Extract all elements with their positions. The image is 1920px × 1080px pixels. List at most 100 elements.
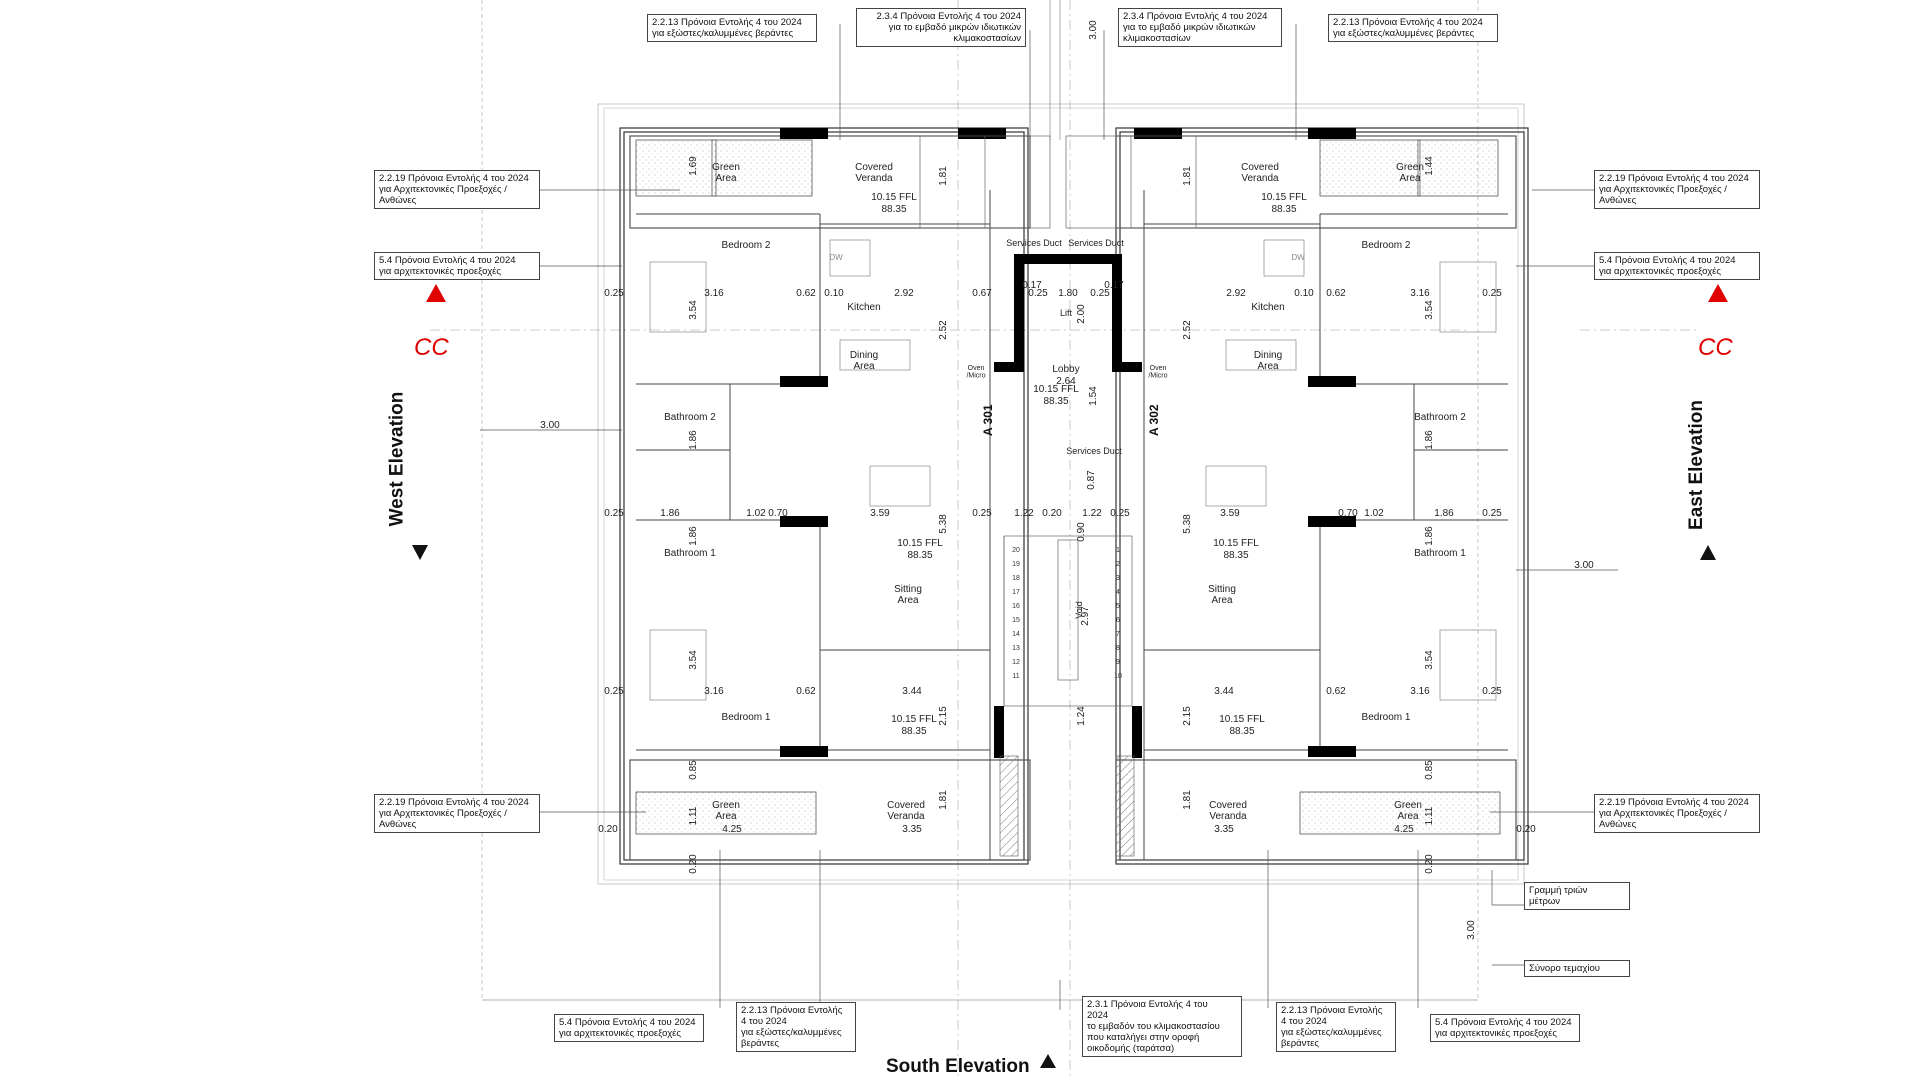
dim-122-l: 1.22 xyxy=(1014,508,1034,519)
dim-085-l: 0.85 xyxy=(688,760,699,780)
label-bathroom-2-r: Bathroom 2 xyxy=(1414,412,1466,423)
stair-num: 1 xyxy=(1116,547,1120,554)
green-areas xyxy=(635,139,1501,835)
ffl-3v: 88.35 xyxy=(1043,396,1068,407)
solid-walls xyxy=(780,128,1356,758)
dim-359-r: 3.59 xyxy=(1220,508,1240,519)
note-three-metre-line: Γραμμή τριών μέτρων xyxy=(1524,882,1630,910)
stair-num: 15 xyxy=(1012,617,1020,624)
ffl-6v: 88.35 xyxy=(901,726,926,737)
main-stair xyxy=(1003,535,1133,707)
stair-num: 16 xyxy=(1012,603,1020,610)
dim-070-l: 0.70 xyxy=(768,508,788,519)
dim-300-bottom: 3.00 xyxy=(1466,920,1477,940)
dim-144: 1.44 xyxy=(1424,156,1435,176)
ffl-7v: 88.35 xyxy=(1229,726,1254,737)
dim-252-r: 2.52 xyxy=(1182,320,1193,340)
dim-186-v-l2: 1.86 xyxy=(688,526,699,546)
dim-316-r1: 3.16 xyxy=(1410,288,1430,299)
label-dw-l: DW xyxy=(829,253,843,262)
dim-300-top: 3.00 xyxy=(1088,20,1099,40)
ffl-4v: 88.35 xyxy=(907,550,932,561)
dim-025-l6: 0.25 xyxy=(604,686,624,697)
label-bedroom-2-l: Bedroom 2 xyxy=(722,240,771,251)
note-54-bottom-right: 5.4 Πρόνοια Εντολής 4 του 2024 για αρχιτ… xyxy=(1430,1014,1580,1042)
dim-354-l2: 3.54 xyxy=(688,650,699,670)
ffl-2: 10.15 FFL xyxy=(1261,192,1307,203)
dim-186-v-r1: 1.86 xyxy=(1424,430,1435,450)
dim-062-l1: 0.62 xyxy=(796,288,816,299)
ffl-4: 10.15 FFL xyxy=(897,538,943,549)
dim-025-r1: 0.25 xyxy=(1482,288,1502,299)
dim-020-l: 0.20 xyxy=(598,824,618,835)
stair-num: 13 xyxy=(1012,645,1020,652)
dim-017-r: 0.17 xyxy=(1104,280,1124,291)
dim-085-r: 0.85 xyxy=(1424,760,1435,780)
dim-102-r: 1.02 xyxy=(1364,508,1384,519)
east-elevation-arrow-icon xyxy=(1700,545,1716,560)
dim-025-l4: 0.25 xyxy=(604,508,624,519)
dim-297: 2.97 xyxy=(1080,606,1091,626)
stair-num: 17 xyxy=(1012,589,1020,596)
levels: 10.15 FFL 88.35 10.15 FFL 88.35 10.15 FF… xyxy=(871,192,1307,737)
dim-538-r: 5.38 xyxy=(1182,514,1193,534)
dim-087: 0.87 xyxy=(1086,470,1097,490)
dim-062-r1: 0.62 xyxy=(1326,288,1346,299)
dim-090: 0.90 xyxy=(1076,522,1087,542)
dim-025-l2: 0.25 xyxy=(1028,288,1048,299)
stair-num: 6 xyxy=(1116,617,1120,624)
dim-062-l2: 0.62 xyxy=(796,686,816,697)
stair-num: 8 xyxy=(1116,645,1120,652)
dim-335-r: 3.35 xyxy=(1214,824,1234,835)
note-2219-top-left: 2.2.19 Πρόνοια Εντολής 4 του 2024 για Αρ… xyxy=(374,170,540,209)
note-54-bottom-left: 5.4 Πρόνοια Εντολής 4 του 2024 για αρχιτ… xyxy=(554,1014,704,1042)
dim-335-l: 3.35 xyxy=(902,824,922,835)
dim-017-l: 0.17 xyxy=(1022,280,1042,291)
note-234-top-left: 2.3.4 Πρόνοια Εντολής 4 του 2024 για το … xyxy=(856,8,1026,47)
dim-122-r: 1.22 xyxy=(1082,508,1102,519)
note-2219-bottom-right: 2.2.19 Πρόνοια Εντολής 4 του 2024 για Αρ… xyxy=(1594,794,1760,833)
label-services-duct-3: Services Duct xyxy=(1066,446,1122,456)
furniture xyxy=(649,239,1497,701)
ffl-5v: 88.35 xyxy=(1223,550,1248,561)
label-bathroom-1-l: Bathroom 1 xyxy=(664,548,716,559)
label-lobby: Lobby xyxy=(1052,364,1079,375)
dim-344-r: 3.44 xyxy=(1214,686,1234,697)
ffl-1: 10.15 FFL xyxy=(871,192,917,203)
dim-025-r2: 0.25 xyxy=(1110,508,1130,519)
dim-316-r2: 3.16 xyxy=(1410,686,1430,697)
dim-186-v-r2: 1.86 xyxy=(1424,526,1435,546)
stair-num: 14 xyxy=(1012,631,1020,638)
label-kitchen-r: Kitchen xyxy=(1251,302,1284,313)
stair-num: 2 xyxy=(1116,561,1120,568)
dim-070-r: 0.70 xyxy=(1338,508,1358,519)
note-54-right: 5.4 Πρόνοια Εντολής 4 του 2024 για αρχιτ… xyxy=(1594,252,1760,280)
dim-200: 2.00 xyxy=(1076,304,1087,324)
west-elevation-arrow-icon xyxy=(412,545,428,560)
dim-180: 1.80 xyxy=(1058,288,1078,299)
dim-025-l5: 0.25 xyxy=(972,508,992,519)
label-oven-r: Oven/Micro xyxy=(1148,365,1167,380)
label-bathroom-1-r: Bathroom 1 xyxy=(1414,548,1466,559)
section-label-left: CC xyxy=(414,334,449,361)
unit-a302: A 302 xyxy=(1147,404,1161,436)
stair-num: 20 xyxy=(1012,547,1020,554)
dim-181-br: 1.81 xyxy=(1182,790,1193,810)
dim-102-l: 1.02 xyxy=(746,508,766,519)
label-kitchen-l: Kitchen xyxy=(847,302,880,313)
south-elevation-label: South Elevation xyxy=(886,1056,1030,1077)
partitions xyxy=(636,190,1508,860)
stair-num: 18 xyxy=(1012,575,1020,582)
note-231-bottom: 2.3.1 Πρόνοια Εντολής 4 του 2024 το εμβα… xyxy=(1082,996,1242,1057)
dim-181-tr: 1.81 xyxy=(1182,166,1193,186)
stair-num: 3 xyxy=(1116,575,1120,582)
note-2219-top-right: 2.2.19 Πρόνοια Εντολής 4 του 2024 για Αρ… xyxy=(1594,170,1760,209)
dim-292-l: 2.92 xyxy=(894,288,914,299)
stair-num: 5 xyxy=(1116,603,1120,610)
dim-025-l1: 0.25 xyxy=(604,288,624,299)
